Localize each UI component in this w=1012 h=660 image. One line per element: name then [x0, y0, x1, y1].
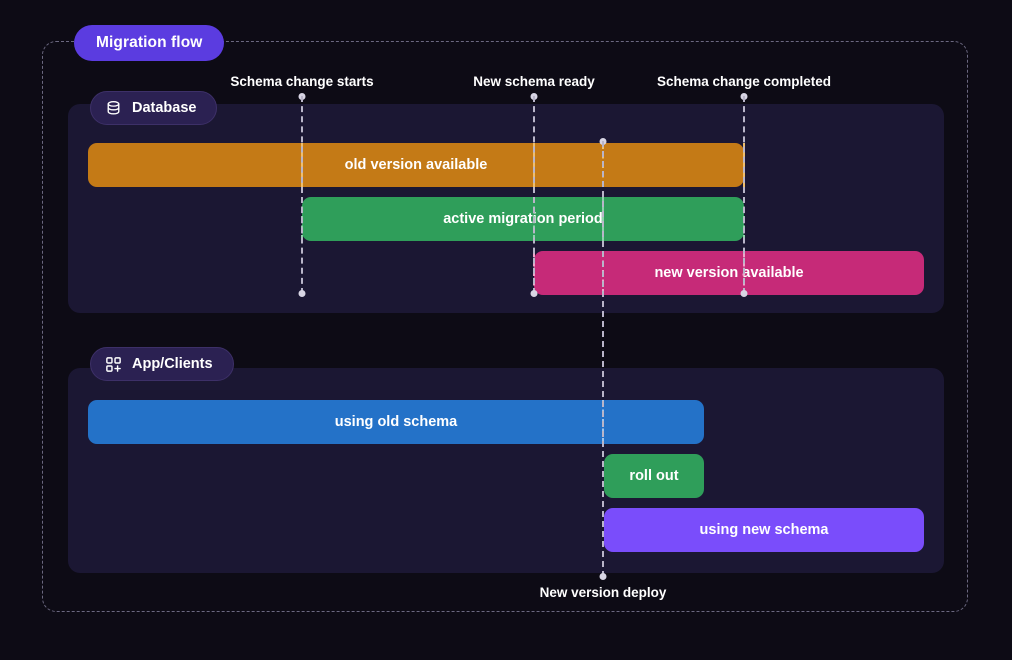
- marker-schema-change-starts: Schema change starts: [230, 74, 374, 297]
- bar-label: using old schema: [334, 414, 458, 430]
- marker-line: [602, 141, 604, 577]
- migration-flow-badge: Migration flow: [74, 25, 225, 61]
- bar-using-new-schema: using new schema: [604, 508, 924, 552]
- marker-label: New version deploy: [539, 585, 667, 600]
- marker-dot: [530, 290, 538, 297]
- app-clients-lane-pill: App/Clients: [90, 347, 234, 381]
- bar-active-migration-period: active migration period: [302, 197, 744, 241]
- marker-schema-change-completed: Schema change completed: [657, 74, 831, 297]
- bar-label: active migration period: [443, 211, 603, 227]
- bar-label: roll out: [629, 468, 679, 484]
- marker-dot: [740, 290, 748, 297]
- bar-roll-out: roll out: [604, 454, 704, 498]
- marker-new-schema-ready: New schema ready: [473, 74, 595, 297]
- database-lane-pill: Database: [90, 91, 218, 125]
- bar-label: old version available: [344, 157, 488, 173]
- diagram-frame: [42, 41, 968, 612]
- marker-new-version-deploy: New version deploy: [540, 138, 666, 600]
- app-clients-lane-label: App/Clients: [132, 356, 213, 372]
- marker-line: [533, 96, 535, 294]
- bar-new-version-available: new version available: [534, 251, 924, 295]
- bar-old-version-available: old version available: [88, 143, 744, 187]
- database-lane-label: Database: [132, 100, 197, 116]
- bar-using-old-schema: using old schema: [88, 400, 704, 444]
- bar-label: using new schema: [699, 522, 829, 538]
- apps-grid-plus-icon: [105, 356, 122, 373]
- bar-label: new version available: [654, 265, 804, 281]
- marker-label: Schema change starts: [230, 74, 374, 89]
- marker-dot: [298, 290, 306, 297]
- marker-line: [301, 96, 303, 294]
- migration-flow-badge-label: Migration flow: [96, 34, 203, 51]
- database-icon: [105, 100, 122, 117]
- marker-dot: [599, 573, 607, 580]
- marker-label: New schema ready: [473, 74, 595, 89]
- marker-label: Schema change completed: [656, 74, 832, 89]
- marker-line: [743, 96, 745, 294]
